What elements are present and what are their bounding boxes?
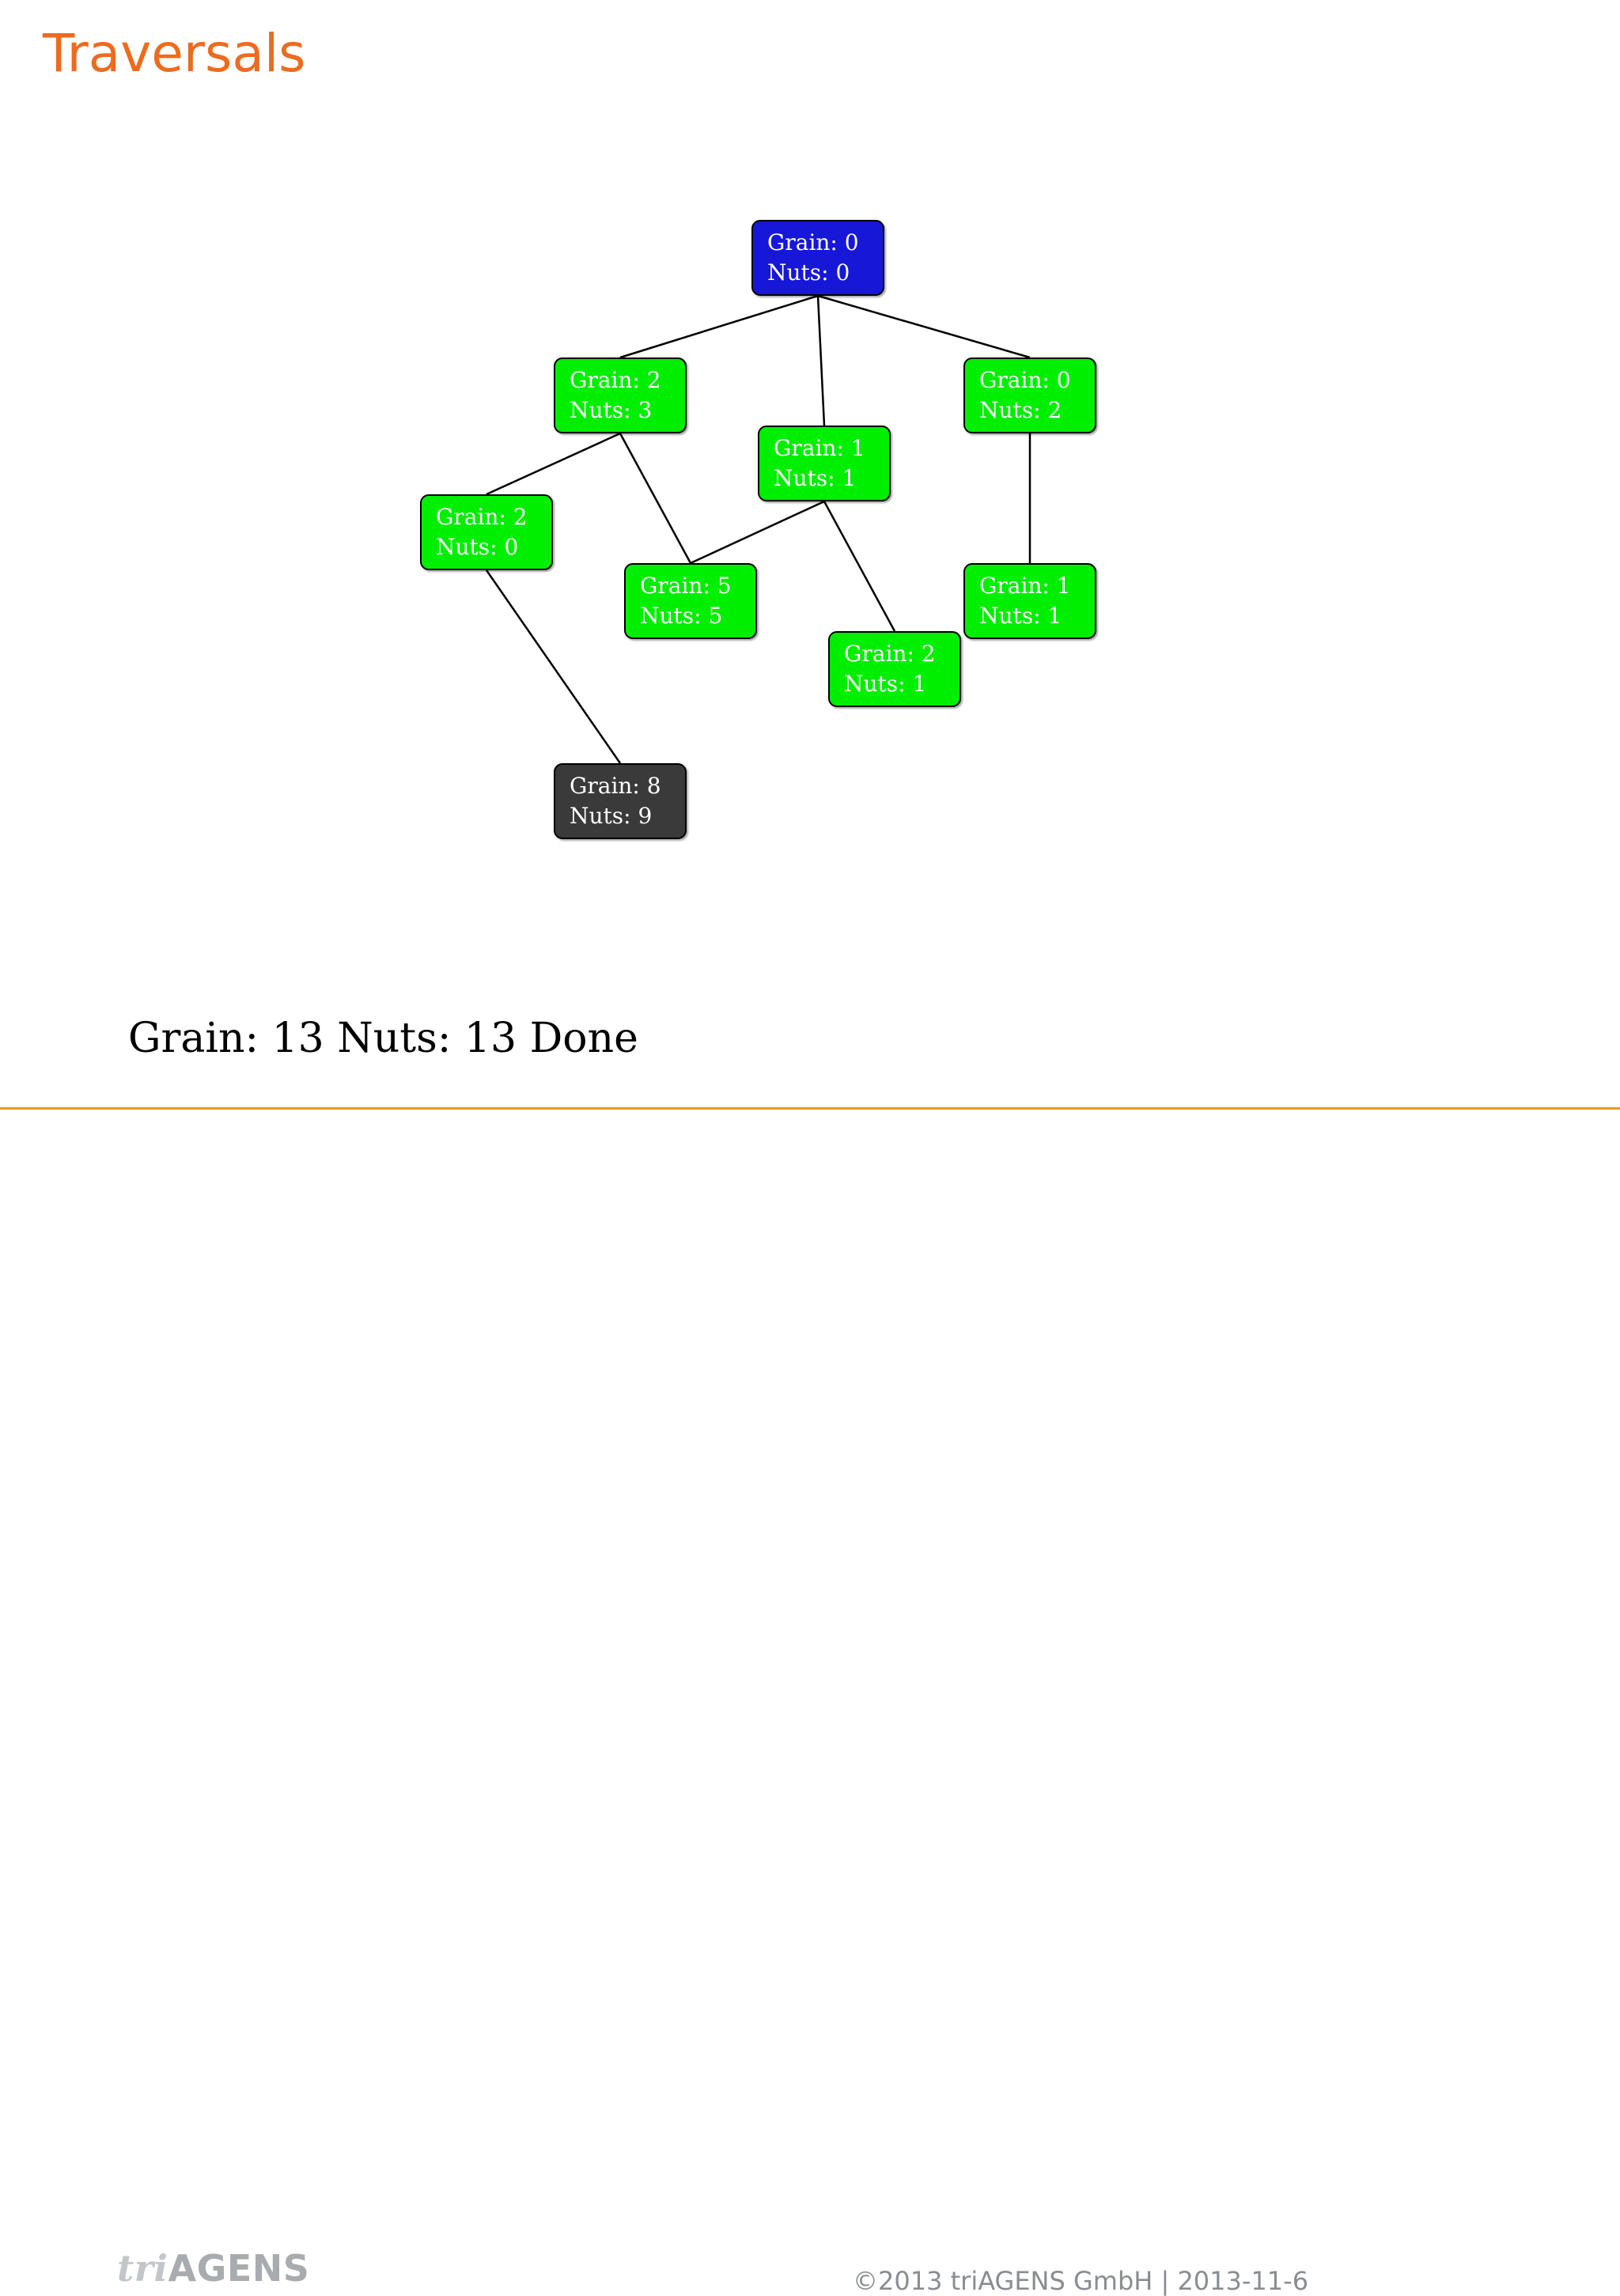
node-grain-label: Grain: 1	[979, 573, 1071, 599]
tree-node[interactable]: Grain: 0 Nuts: 0	[751, 220, 884, 296]
slide-footer: triAGENS ©2013 triAGENS GmbH | 2013-11-6	[0, 1110, 1620, 2296]
tree-edge-layer	[485, 294, 1031, 764]
tree-node[interactable]: Grain: 8 Nuts: 9	[554, 763, 687, 839]
tree-node[interactable]: Grain: 1 Nuts: 1	[963, 563, 1096, 639]
node-nuts-label: Nuts: 5	[640, 603, 723, 629]
node-nuts-label: Nuts: 2	[979, 397, 1062, 423]
node-grain-label: Grain: 8	[570, 773, 661, 799]
triagens-logo: triAGENS	[117, 2247, 309, 2290]
tree-node[interactable]: Grain: 2 Nuts: 1	[828, 631, 961, 707]
node-nuts-label: Nuts: 1	[979, 603, 1062, 629]
tree-node[interactable]: Grain: 1 Nuts: 1	[758, 426, 891, 501]
copyright-text: ©2013 triAGENS GmbH | 2013-11-6	[853, 2266, 1309, 2296]
tree-node[interactable]: Grain: 5 Nuts: 5	[624, 563, 757, 639]
node-grain-label: Grain: 0	[767, 229, 859, 255]
node-nuts-label: Nuts: 1	[774, 465, 857, 491]
node-nuts-label: Nuts: 1	[844, 671, 927, 697]
traversal-status-text: Grain: 13 Nuts: 13 Done	[128, 1015, 638, 1062]
page-title: Traversals	[43, 23, 306, 84]
node-grain-label: Grain: 2	[844, 641, 936, 667]
tree-edge	[817, 294, 1031, 359]
tree-edge	[619, 433, 692, 564]
node-nuts-label: Nuts: 0	[767, 259, 850, 286]
node-nuts-label: Nuts: 9	[570, 803, 653, 829]
tree-node[interactable]: Grain: 2 Nuts: 0	[420, 494, 553, 570]
node-grain-label: Grain: 2	[570, 367, 661, 393]
tree-edge	[619, 294, 819, 359]
logo-agens-text: AGENS	[168, 2247, 310, 2290]
tree-node[interactable]: Grain: 0 Nuts: 2	[963, 357, 1096, 433]
node-nuts-label: Nuts: 0	[436, 534, 519, 560]
tree-edge	[823, 501, 896, 632]
logo-tri-text: tri	[117, 2247, 168, 2290]
tree-node[interactable]: Grain: 2 Nuts: 3	[554, 357, 687, 433]
tree-diagram: Grain: 0 Nuts: 0 Grain: 2 Nuts: 3 Grain: 1 Nu…	[0, 0, 1620, 1107]
node-grain-label: Grain: 5	[640, 573, 732, 599]
node-nuts-label: Nuts: 3	[570, 397, 653, 423]
node-grain-label: Grain: 0	[979, 367, 1071, 393]
node-grain-label: Grain: 1	[774, 435, 865, 461]
tree-edge	[485, 569, 622, 764]
tree-edge	[816, 295, 826, 426]
tree-edge	[690, 500, 825, 565]
node-grain-label: Grain: 2	[436, 504, 528, 530]
footer-divider	[0, 1107, 1620, 1110]
tree-edge	[486, 432, 621, 496]
